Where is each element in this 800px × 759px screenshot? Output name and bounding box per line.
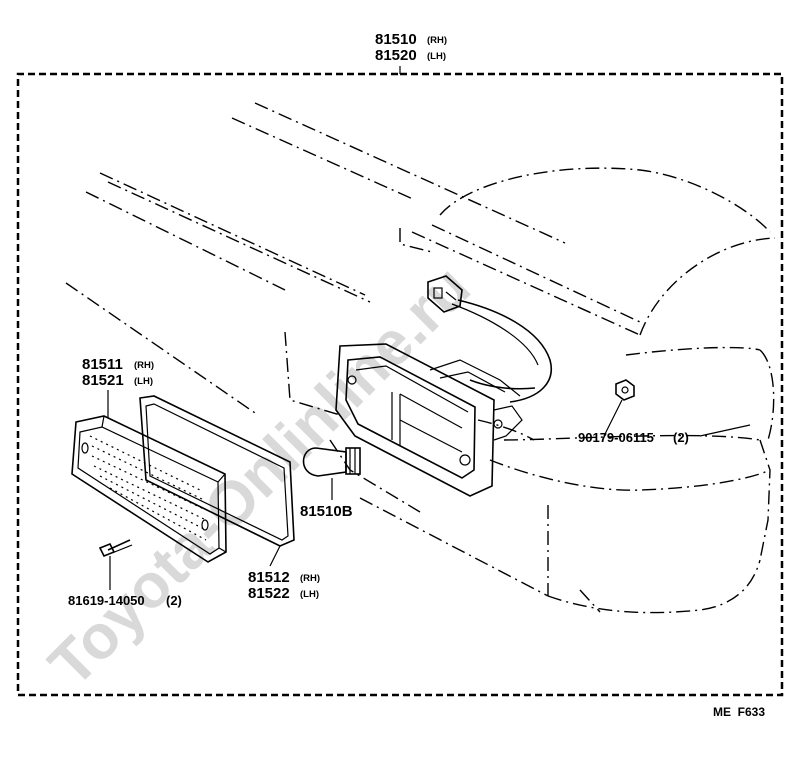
screw-label: 81619-14050 (2) <box>68 593 182 608</box>
nut-number: 90179-06115 <box>578 430 654 445</box>
gasket-side-rh: (RH) <box>300 573 320 584</box>
nut-qty: (2) <box>673 430 689 445</box>
nut-icon <box>615 379 635 401</box>
gasket-icon <box>139 395 295 547</box>
lamp-housing <box>335 343 523 497</box>
gasket-number-lh: 81522 <box>248 585 290 602</box>
gasket-leader <box>269 545 281 567</box>
screw-qty: (2) <box>166 593 182 608</box>
lens-side-lh: (LH) <box>134 376 153 387</box>
vehicle-body-outline <box>65 102 776 614</box>
bulb-icon <box>302 447 361 477</box>
nut-leader <box>603 399 623 437</box>
gasket-number-rh: 81512 <box>248 569 290 586</box>
gasket-side-lh: (LH) <box>300 589 319 600</box>
watermark-text: Toyota-Onlinline.ru <box>36 252 483 699</box>
screw-icon <box>98 539 133 558</box>
connector-icon <box>427 275 463 313</box>
bulb-number: 81510B <box>300 503 353 520</box>
screw-number: 81619-14050 <box>68 593 145 608</box>
lens-number-lh: 81521 <box>82 372 124 389</box>
assembly-side-lh: (LH) <box>427 51 446 62</box>
figure-code: ME F633 <box>713 705 765 719</box>
lens-label: 81511 (RH) 81521 (LH) <box>82 356 154 389</box>
wire-harness <box>451 299 552 403</box>
assembly-side-rh: (RH) <box>427 35 447 46</box>
assembly-number-rh: 81510 <box>375 31 417 48</box>
lens-side-rh: (RH) <box>134 360 154 371</box>
assembly-number-lh: 81520 <box>375 47 417 64</box>
assembly-label: 81510 (RH) 81520 (LH) <box>375 31 447 64</box>
nut-leader-right <box>699 424 751 437</box>
gasket-label: 81512 (RH) 81522 (LH) <box>248 569 320 602</box>
nut-label: 90179-06115 (2) <box>578 430 689 445</box>
lens-number-rh: 81511 <box>82 356 123 373</box>
